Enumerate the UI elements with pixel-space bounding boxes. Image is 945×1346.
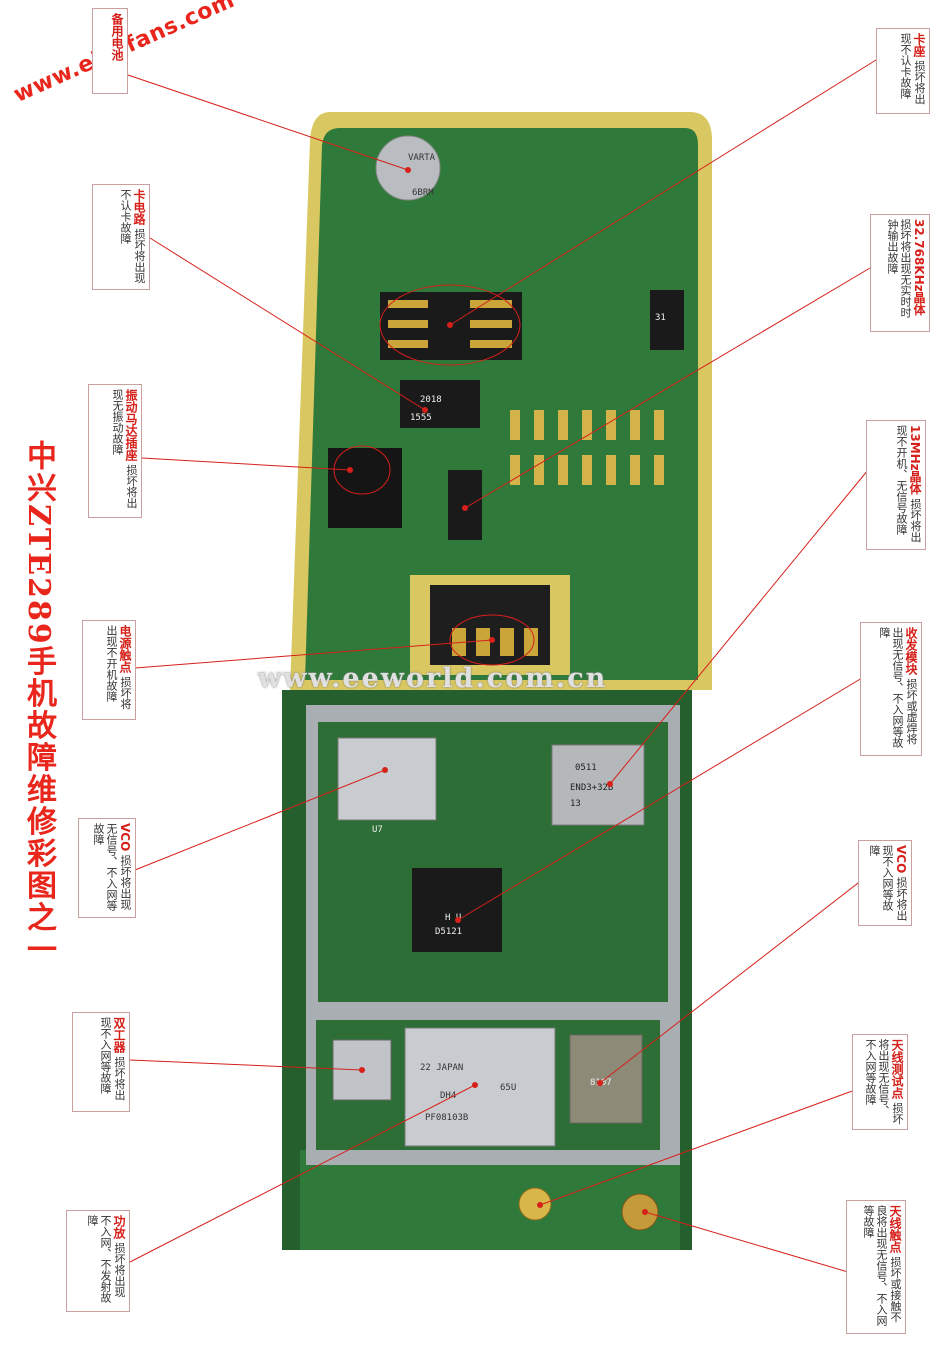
callout-title: 13MHz晶体 bbox=[908, 425, 922, 495]
callout-desc: 损坏或虚焊将出现无信号、不入网等故障 bbox=[878, 627, 918, 748]
card-ic bbox=[400, 380, 480, 428]
callout-desc: 损坏将出现不开机、无信号故障 bbox=[895, 425, 922, 543]
leader-lines bbox=[127, 59, 877, 1273]
marking-65u: 65U bbox=[500, 1083, 516, 1093]
baseband-chip bbox=[412, 868, 502, 952]
callout-title: 卡座 bbox=[912, 33, 926, 57]
callout-desc: 损坏将出现无信号、不入网等故障 bbox=[92, 823, 132, 911]
antenna-test-connector bbox=[518, 1187, 552, 1221]
page-title: 中兴ZTE289手机故障维修彩图之一 bbox=[21, 440, 56, 966]
callout-card-circuit: 卡电路 损坏将出现不认卡故障 bbox=[92, 184, 150, 290]
callout-crystal-13m: 13MHz晶体 损坏将出现不开机、无信号故障 bbox=[866, 420, 926, 550]
callout-desc: 损坏将出现不入网、不发射故障 bbox=[86, 1215, 126, 1303]
callout-desc: 损坏将出现不认卡故障 bbox=[899, 33, 926, 105]
callout-desc: 损坏将出现不入网等故障 bbox=[99, 1017, 126, 1101]
marking-0511: 0511 bbox=[575, 763, 597, 773]
vco-right-part bbox=[569, 1034, 643, 1124]
vco-left-part bbox=[337, 737, 437, 821]
marking-end: END3+32B bbox=[570, 783, 613, 793]
marking-d5121: D5121 bbox=[435, 927, 462, 937]
callout-card-socket: 卡座 损坏将出现不认卡故障 bbox=[876, 28, 930, 114]
callout-desc: 损坏或接触不良将出现无信号、不入网等故障 bbox=[862, 1205, 902, 1326]
callout-title: 振动马达插座 bbox=[124, 389, 138, 461]
callout-desc: 损坏将出现不认卡故障 bbox=[119, 189, 146, 284]
marking-13: 13 bbox=[570, 799, 581, 809]
callout-title: 32.768KHz晶体 bbox=[912, 219, 926, 316]
marking-hu: H U bbox=[445, 913, 461, 923]
vibra-connector-chip bbox=[328, 448, 402, 528]
gold-contacts bbox=[510, 410, 664, 485]
callout-desc: 损坏将出现无振动故障 bbox=[111, 389, 138, 509]
callout-title: 功放 bbox=[112, 1215, 126, 1239]
callout-vco-right: VCO 损坏将出现不入网等故障 bbox=[858, 840, 912, 926]
callout-crystal-32k: 32.768KHz晶体 损坏将出现无实时时钟输出故障 bbox=[870, 214, 930, 332]
callout-pa: 功放 损坏将出现不入网、不发射故障 bbox=[66, 1210, 130, 1312]
callout-desc: 损坏将出现不入网等故障 bbox=[868, 845, 908, 921]
marking-1555: 1555 bbox=[410, 413, 432, 423]
callout-antenna-contact: 天线触点 损坏或接触不良将出现无信号、不入网等故障 bbox=[846, 1200, 906, 1334]
power-pins bbox=[452, 628, 538, 656]
highlight-circles bbox=[333, 284, 535, 666]
callout-backup-battery: 备用电池 bbox=[92, 8, 128, 94]
callout-duplexer: 双工器 损坏将出现不入网等故障 bbox=[72, 1012, 130, 1112]
sim-pins bbox=[388, 300, 512, 348]
trx-module-part bbox=[551, 744, 645, 826]
callout-antenna-test: 天线测试点 损坏将出现无信号、不入网等故障 bbox=[852, 1034, 908, 1130]
marking-31: 31 bbox=[655, 313, 666, 323]
callout-vibra-socket: 振动马达插座 损坏将出现无振动故障 bbox=[88, 384, 142, 518]
callout-desc: 损坏将出现无实时时钟输出故障 bbox=[886, 219, 912, 318]
callout-title: VCO bbox=[894, 845, 908, 874]
antenna-contact-spring bbox=[621, 1193, 659, 1231]
callout-desc: 损坏将出现无信号、不入网等故障 bbox=[864, 1039, 904, 1125]
marking-pf08103b: PF08103B bbox=[425, 1113, 468, 1123]
board-bottom bbox=[300, 1150, 680, 1250]
marker-dots bbox=[347, 167, 648, 1215]
marking-2018: 2018 bbox=[420, 395, 442, 405]
callout-title: VCO bbox=[118, 823, 132, 852]
marking-varta: VARTA bbox=[408, 153, 436, 163]
marking-japan: 22 JAPAN bbox=[420, 1063, 463, 1073]
crystal-32k-part bbox=[650, 290, 684, 350]
callout-title: 卡电路 bbox=[132, 189, 146, 225]
callout-power-contacts: 电源触点 损坏将出现不开机故障 bbox=[82, 620, 136, 720]
callout-vco-left: VCO 损坏将出现无信号、不入网等故障 bbox=[78, 818, 136, 918]
callout-title: 双工器 bbox=[112, 1017, 126, 1053]
callout-title: 电源触点 bbox=[118, 625, 132, 673]
callout-title: 天线测试点 bbox=[890, 1039, 904, 1099]
callout-desc: 损坏将出现不开机故障 bbox=[105, 625, 132, 710]
board-upper bbox=[305, 128, 698, 680]
callout-title: 天线触点 bbox=[888, 1205, 902, 1253]
pa-module-part bbox=[404, 1027, 556, 1147]
callout-title: 收发模块 bbox=[904, 627, 918, 675]
marking-u7: U7 bbox=[372, 825, 383, 835]
marking-6brm: 6BRM bbox=[412, 188, 434, 198]
watermark-eeworld: www.eeworld.com.cn bbox=[258, 663, 608, 694]
callout-title: 备用电池 bbox=[110, 13, 124, 61]
callout-trx-module: 收发模块 损坏或虚焊将出现无信号、不入网等故障 bbox=[860, 622, 922, 756]
marking-dh4: DH4 bbox=[440, 1091, 456, 1101]
